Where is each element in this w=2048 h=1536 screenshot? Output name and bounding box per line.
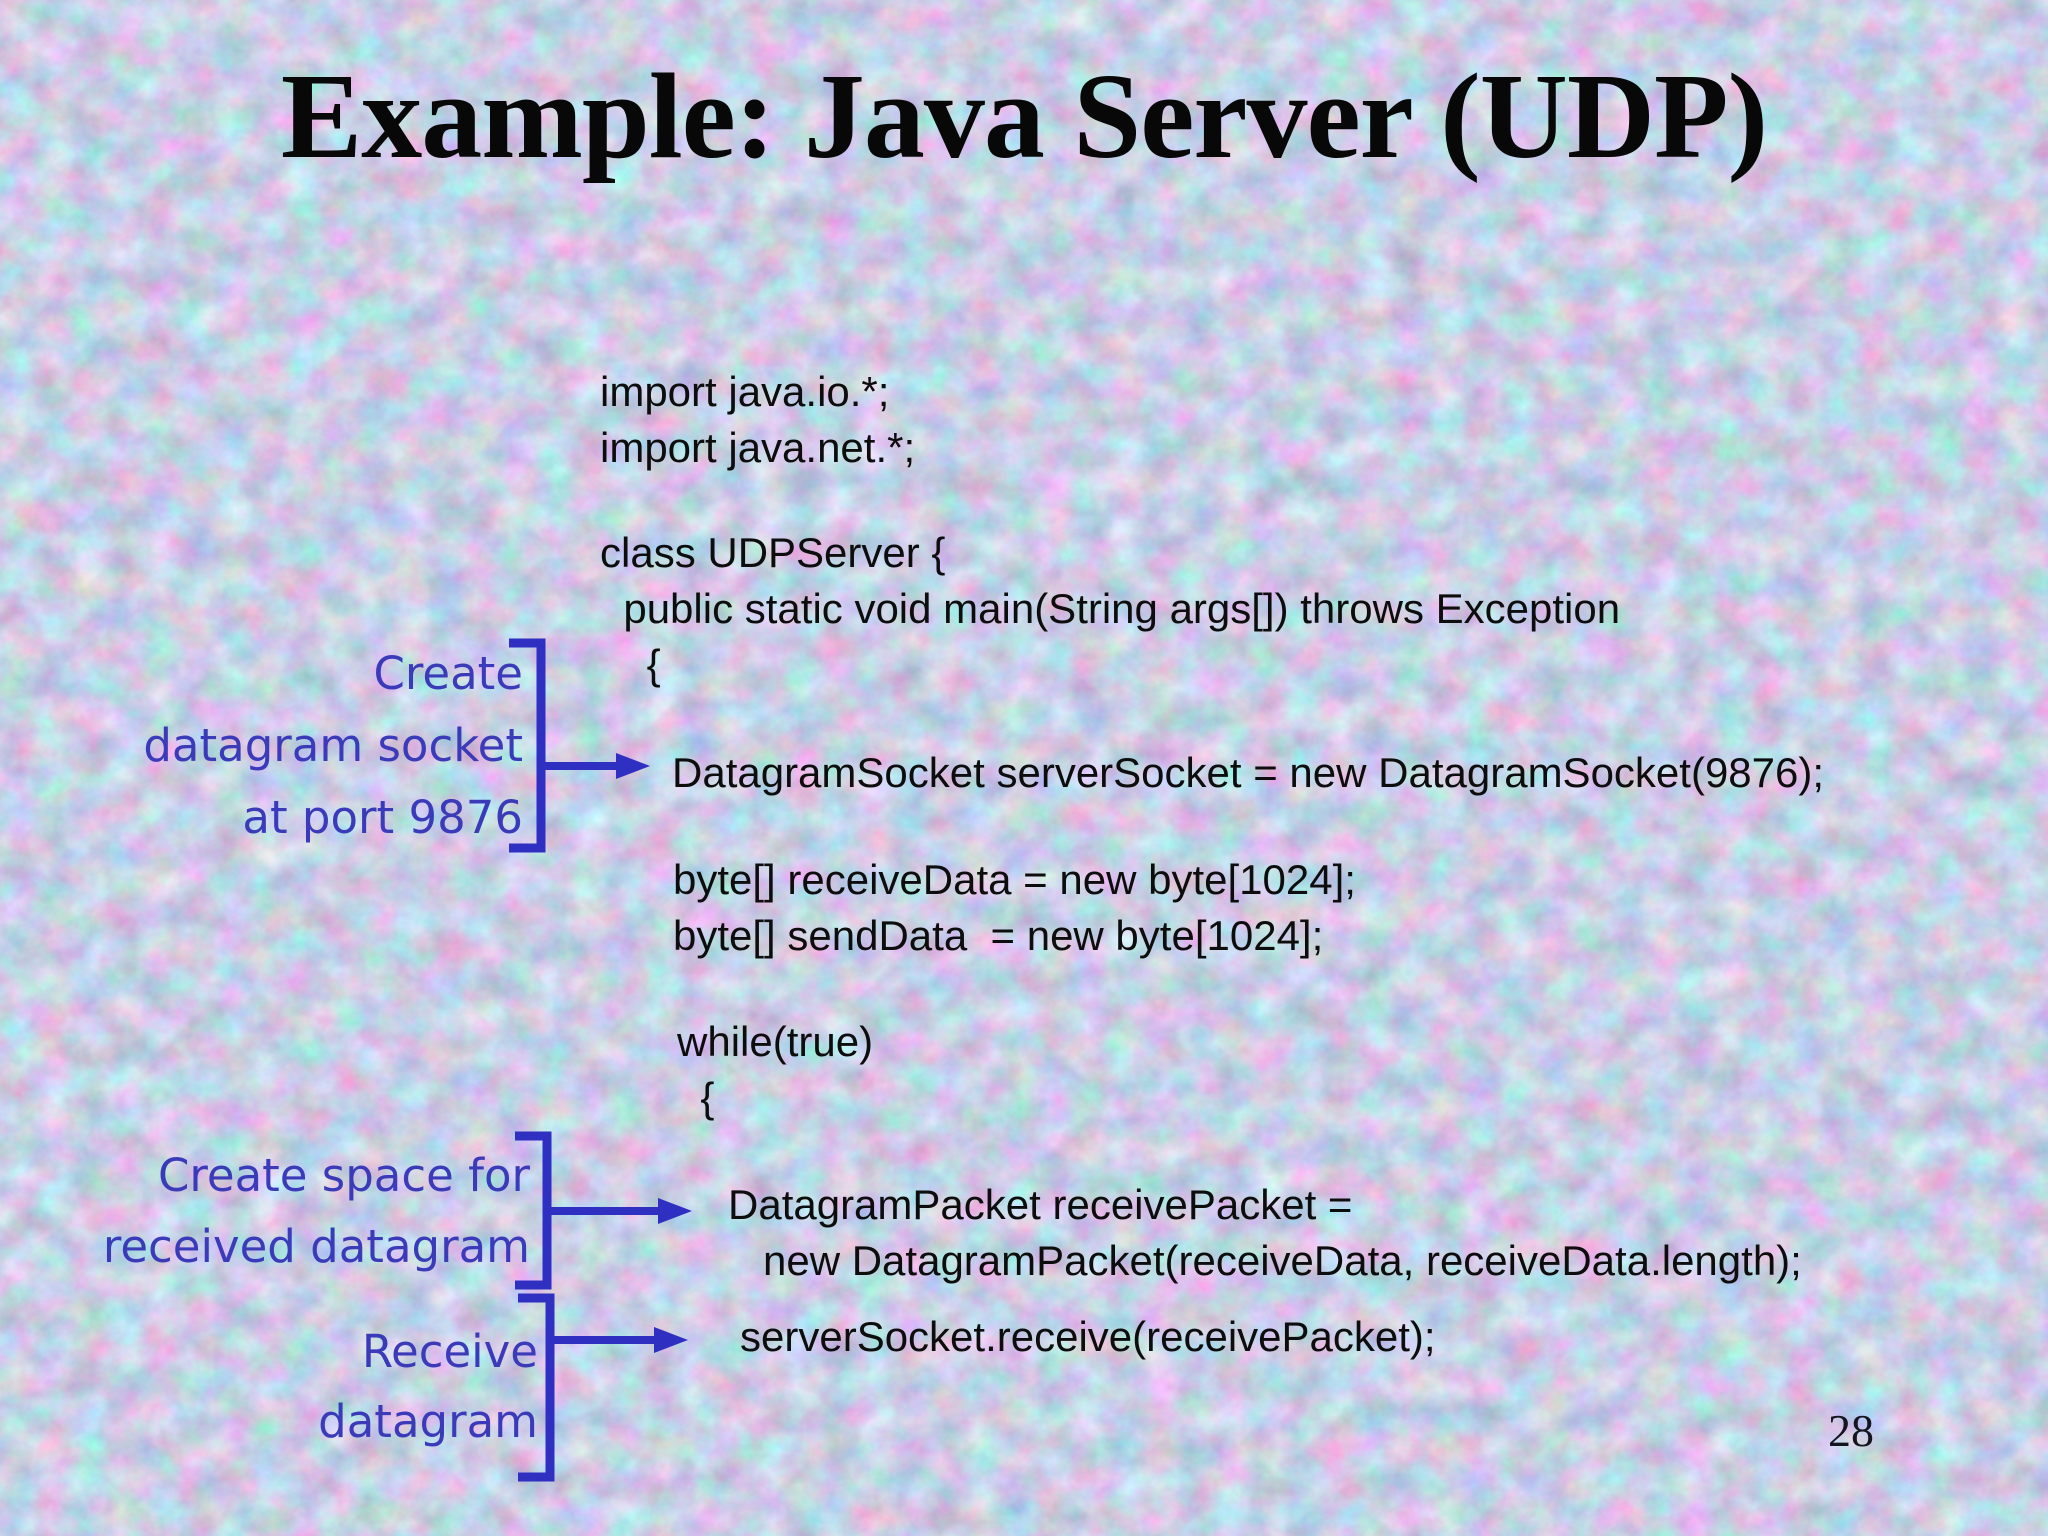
annotation-line: Create xyxy=(373,647,523,700)
arrowhead xyxy=(654,1327,688,1353)
code-segment-class-header: class UDPServer { public static void mai… xyxy=(600,525,1620,693)
code-line: public static void main(String args[]) t… xyxy=(600,585,1621,632)
code-line: import java.io.*; xyxy=(600,368,890,415)
bracket-shape xyxy=(518,1293,555,1482)
annotation-line: at port 9876 xyxy=(242,791,523,844)
annotation-create-socket: Create datagram socket at port 9876 xyxy=(95,638,523,854)
annotation-connector-create-space xyxy=(515,1131,692,1290)
code-segment-imports: import java.io.*; import java.net.*; xyxy=(600,364,915,476)
code-line: { xyxy=(677,1074,715,1121)
bracket-shape xyxy=(515,1131,552,1290)
code-segment-while-loop: while(true) { xyxy=(677,1014,873,1126)
page-number: 28 xyxy=(1828,1405,1874,1456)
bracket-shape xyxy=(509,638,546,853)
code-line: class UDPServer { xyxy=(600,529,946,576)
annotation-line: datagram xyxy=(318,1395,538,1448)
annotation-create-space: Create space for received datagram xyxy=(58,1140,530,1282)
page-title: Example: Java Server (UDP) xyxy=(280,49,1768,184)
arrowhead xyxy=(616,753,650,779)
annotation-line: datagram socket xyxy=(143,719,523,772)
code-line: DatagramPacket receivePacket = xyxy=(728,1181,1353,1228)
annotation-connector-create-socket xyxy=(509,638,650,853)
code-segment-buffers: byte[] receiveData = new byte[1024]; byt… xyxy=(673,852,1356,964)
code-line: byte[] sendData = new byte[1024]; xyxy=(673,912,1324,959)
code-line: byte[] receiveData = new byte[1024]; xyxy=(673,856,1356,903)
code-line: new DatagramPacket(receiveData, receiveD… xyxy=(728,1237,1802,1284)
annotation-line: Receive xyxy=(361,1325,538,1378)
annotation-receive-datagram: Receive datagram xyxy=(236,1317,538,1457)
annotation-connector-receive xyxy=(518,1293,688,1482)
code-line: import java.net.*; xyxy=(600,424,916,471)
code-segment-create-packet: DatagramPacket receivePacket = new Datag… xyxy=(728,1177,1802,1289)
arrowhead xyxy=(658,1198,692,1224)
code-line: { xyxy=(600,641,661,688)
code-segment-receive: serverSocket.receive(receivePacket); xyxy=(740,1309,1436,1365)
annotation-line: received datagram xyxy=(102,1220,530,1273)
code-segment-create-socket: DatagramSocket serverSocket = new Datagr… xyxy=(672,745,1824,801)
code-line: serverSocket.receive(receivePacket); xyxy=(740,1313,1436,1360)
code-line: while(true) xyxy=(677,1018,874,1065)
code-line: DatagramSocket serverSocket = new Datagr… xyxy=(672,749,1825,796)
annotation-line: Create space for xyxy=(157,1149,530,1202)
